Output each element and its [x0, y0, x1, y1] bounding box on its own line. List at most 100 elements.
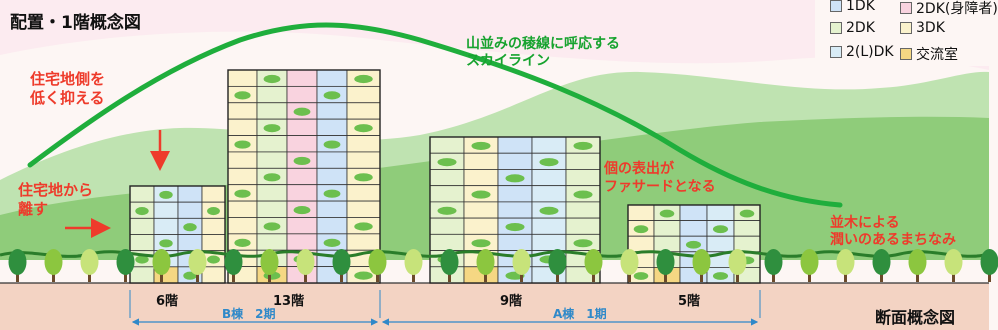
page-title: 配置・1階概念図 — [10, 13, 141, 33]
tree-icon — [224, 249, 243, 282]
floor-label-6: 6階 — [156, 294, 179, 309]
legend-label: 3DK — [916, 20, 945, 36]
tree-crown — [8, 249, 27, 275]
dwelling-unit — [286, 233, 318, 251]
tree-icon — [260, 249, 279, 282]
dwelling-unit — [129, 185, 155, 203]
annotation-distance: 住宅地から 離す — [18, 181, 93, 219]
tree-icon — [836, 249, 855, 282]
dwelling-unit — [177, 185, 203, 203]
dwelling-unit — [429, 233, 465, 251]
dwelling-unit — [286, 167, 318, 186]
dwelling-unit — [129, 234, 155, 252]
balcony-greenery — [323, 140, 341, 149]
legend-item-2dk: 2DK — [830, 20, 875, 36]
tree-icon — [476, 249, 495, 282]
dwelling-unit — [627, 235, 655, 253]
balcony-greenery — [573, 239, 593, 248]
tree-crown — [260, 249, 279, 275]
dwelling-unit — [346, 151, 381, 169]
balcony-greenery — [354, 74, 373, 84]
dwelling-unit — [129, 266, 155, 284]
tree-icon — [332, 249, 351, 282]
dwelling-unit — [679, 204, 708, 222]
phase-label-a: A棟 1期 — [553, 307, 607, 321]
tree-icon — [548, 249, 567, 282]
legend-label: 1DK — [846, 0, 875, 14]
legend-item-1dk: 1DK — [830, 0, 875, 14]
dwelling-unit — [733, 220, 761, 237]
dwelling-unit — [429, 169, 465, 187]
dwelling-unit — [227, 167, 258, 186]
tree-crown — [368, 249, 387, 275]
tree-icon — [296, 249, 315, 282]
dwelling-unit — [316, 200, 348, 218]
dwelling-unit — [706, 204, 735, 222]
dwelling-unit — [346, 135, 381, 153]
dwelling-unit — [227, 151, 258, 169]
dwelling-unit — [497, 152, 533, 170]
pink-haze — [0, 0, 989, 70]
dwelling-unit — [316, 102, 348, 120]
dwelling-unit — [497, 136, 533, 154]
legend-label: 2DK(身障者) — [916, 1, 998, 17]
dwelling-unit — [346, 102, 381, 120]
balcony-greenery — [207, 207, 220, 216]
tree-icon — [44, 249, 63, 282]
dwelling-unit — [316, 151, 348, 169]
annotation-line: ファサードとなる — [604, 179, 716, 195]
tree-crown — [296, 249, 315, 275]
dwelling-unit — [429, 136, 465, 154]
balcony-greenery — [573, 141, 593, 150]
building-outline — [227, 69, 381, 284]
tree-crown — [332, 249, 351, 275]
dwelling-unit — [463, 217, 499, 235]
dwelling-unit — [227, 69, 258, 87]
tree-crown — [512, 249, 531, 275]
annotation-line: 住宅地側を — [30, 70, 106, 88]
balcony-greenery — [159, 190, 173, 199]
dwelling-unit — [497, 185, 533, 203]
dwelling-unit — [227, 200, 258, 218]
balcony-greenery — [293, 107, 311, 116]
balcony-greenery — [539, 158, 559, 167]
tree-icon — [188, 249, 207, 282]
building-b-6f — [129, 185, 226, 284]
skyline-curve — [27, 22, 843, 208]
dwelling-unit — [256, 151, 288, 169]
tree-crown — [584, 249, 603, 275]
floor-label-13: 13階 — [273, 294, 305, 309]
legend-item-2dk-accessible: 2DK(身障者) — [900, 0, 998, 18]
tree-crown — [440, 249, 459, 275]
dwelling-unit — [463, 152, 499, 170]
dwelling-unit — [346, 85, 381, 104]
dwelling-unit — [256, 85, 288, 104]
dwelling-unit — [201, 217, 226, 235]
dwelling-unit — [679, 220, 708, 237]
balcony-greenery — [207, 255, 220, 264]
annotation-line: 離す — [18, 200, 49, 218]
balcony-greenery — [505, 174, 525, 183]
dwelling-unit — [531, 185, 567, 203]
dwelling-unit — [316, 69, 348, 87]
tree-crown — [548, 249, 567, 275]
dwelling-unit — [346, 233, 381, 251]
tree-icon — [512, 249, 531, 282]
tree-icon — [584, 249, 603, 282]
dwelling-unit — [531, 233, 567, 251]
dwelling-unit — [706, 235, 735, 253]
dwelling-unit — [201, 266, 226, 284]
dwelling-unit — [497, 201, 533, 219]
tree-crown — [872, 249, 891, 275]
balcony-greenery — [159, 239, 173, 248]
tree-crown — [44, 249, 63, 275]
balcony-greenery — [471, 190, 491, 199]
dwelling-unit — [201, 185, 226, 203]
tree-crown — [188, 249, 207, 275]
dwelling-unit — [316, 217, 348, 235]
floor-label-9: 9階 — [500, 294, 523, 309]
tree-icon — [368, 249, 387, 282]
dwelling-unit — [463, 201, 499, 219]
floor-label-5: 5階 — [678, 294, 701, 309]
building-outline — [129, 185, 226, 284]
